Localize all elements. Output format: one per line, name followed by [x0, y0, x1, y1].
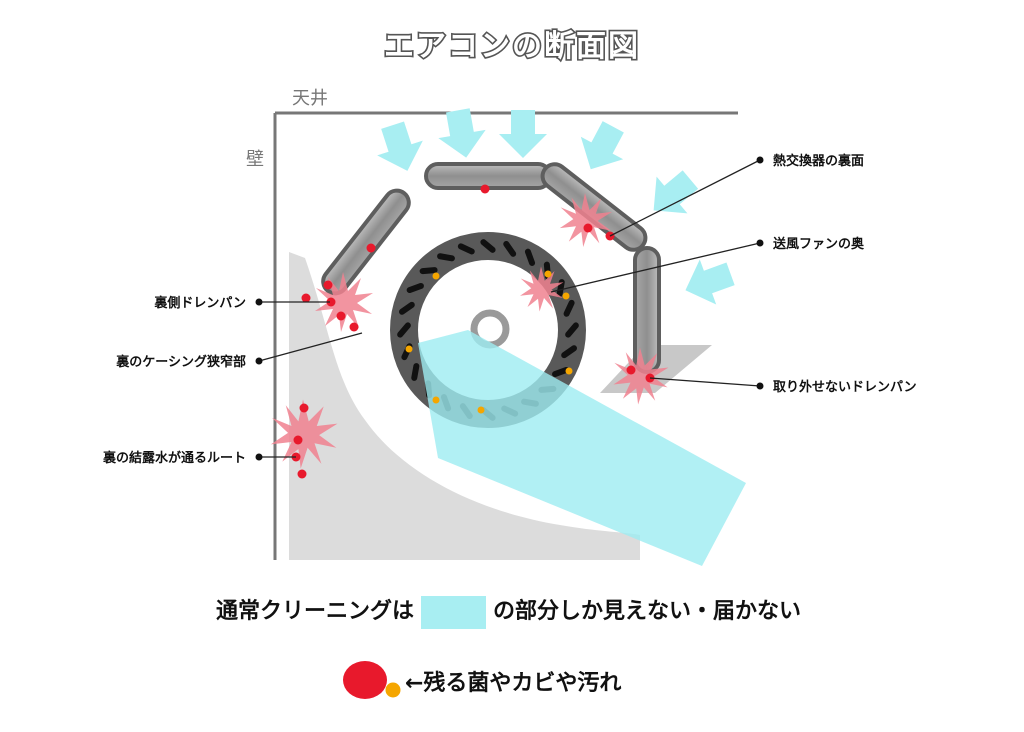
legend-text: ←残る菌やカビや汚れ	[405, 670, 621, 696]
contamination-bursts	[270, 193, 669, 469]
red-dot	[299, 403, 309, 413]
red-dot	[626, 365, 636, 375]
mold-burst	[270, 399, 338, 469]
fan-blade	[565, 322, 579, 338]
leader-dots	[255, 156, 764, 461]
heat-exchanger-segment	[321, 188, 411, 296]
red-dot	[366, 243, 376, 253]
leader-line	[609, 159, 761, 237]
fan-blade	[524, 248, 536, 266]
red-dot	[293, 435, 303, 445]
intake-arrow	[685, 259, 735, 305]
fan-blade	[480, 239, 496, 253]
fan-blade	[563, 299, 575, 317]
leader-dot	[756, 382, 764, 390]
ceiling-label: 天井	[292, 88, 328, 109]
mold-burst	[559, 193, 612, 247]
orange-dot	[432, 272, 440, 280]
red-dot	[583, 223, 593, 233]
mold-burst	[520, 266, 564, 312]
mold-burst	[315, 272, 373, 332]
caption-text-before: 通常クリーニングは	[216, 598, 414, 624]
callout-casing-gap: 裏のケーシング狭窄部	[115, 354, 246, 370]
orange-dot	[432, 396, 440, 404]
callout-condensation-route: 裏の結露水が通るルート	[102, 450, 246, 466]
fan-blade	[398, 301, 415, 315]
intake-airflow	[377, 108, 735, 305]
red-dot	[323, 280, 333, 290]
orange-dot	[562, 292, 570, 300]
fan-blade	[503, 240, 517, 257]
callout-fixed-drain-pan: 取り外せないドレンパン	[773, 379, 917, 395]
fan-blade	[552, 366, 570, 378]
callout-heat-exchanger-back: 熱交換器の裏面	[773, 153, 864, 169]
red-dot	[349, 322, 359, 332]
caption-cyan-swatch	[421, 596, 486, 629]
leader-dot	[255, 298, 263, 306]
back-casing	[289, 252, 640, 560]
legend: ←残る菌やカビや汚れ	[343, 661, 621, 699]
intake-arrow	[580, 121, 624, 170]
red-dot	[480, 184, 490, 194]
fan-blade	[411, 363, 420, 381]
intake-arrow	[438, 108, 486, 158]
leader-dot	[756, 239, 764, 247]
red-dot	[326, 297, 336, 307]
fan-blade	[437, 253, 455, 262]
leader-lines	[258, 159, 761, 458]
cleaning-visible-area	[418, 330, 746, 566]
fan-blade	[397, 322, 411, 338]
callout-back-drain-pan: 裏側ドレンパン	[153, 295, 246, 311]
intake-arrow	[499, 110, 547, 158]
fan-blade	[419, 267, 438, 275]
caption-text-after: の部分しか見えない・届かない	[493, 598, 801, 624]
fan-blade	[457, 243, 475, 255]
orange-dot	[405, 345, 413, 353]
legend-red-blob-icon	[343, 661, 387, 699]
wall-label: 壁	[246, 149, 264, 170]
leader-line	[649, 377, 761, 387]
intake-arrow	[377, 121, 423, 171]
leader-line	[550, 242, 761, 293]
diagram-title: エアコンの断面図	[384, 29, 640, 64]
room-walls: 天井 壁	[246, 88, 738, 560]
orange-dot	[477, 406, 485, 414]
orange-dot	[544, 270, 552, 278]
legend-orange-dot-icon	[385, 682, 401, 698]
orange-dot	[565, 367, 573, 375]
leader-dot	[756, 156, 764, 164]
leader-line	[258, 332, 363, 362]
fan-blade	[561, 345, 578, 359]
mold-burst	[613, 347, 669, 405]
fan-blade	[406, 282, 424, 294]
leader-dot	[255, 453, 263, 461]
leader-dot	[255, 357, 263, 365]
caption: 通常クリーニングは の部分しか見えない・届かない	[216, 596, 801, 629]
heat-exchanger-segment	[424, 162, 552, 190]
red-dot	[297, 469, 307, 479]
red-dot	[336, 311, 346, 321]
heat-exchanger-segment	[633, 246, 661, 374]
callout-fan-interior: 送風ファンの奥	[772, 236, 865, 252]
red-dot	[301, 293, 311, 303]
intake-arrow	[653, 170, 699, 214]
